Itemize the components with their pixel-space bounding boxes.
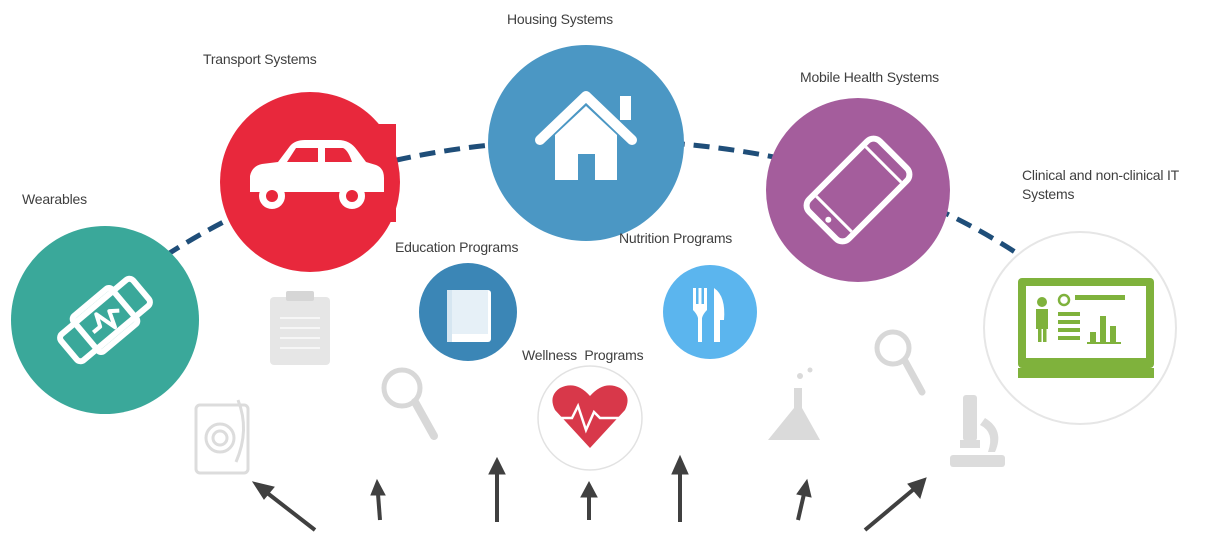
nutrition-label: Nutrition Programs [619,230,733,246]
monitor-dashboard-icon [1018,278,1154,378]
smartphone-icon [803,135,913,245]
housing-label: Housing Systems [507,11,613,27]
fork-knife-icon [693,288,725,342]
stethoscope-icon [194,399,250,475]
magnifier-icon [874,329,926,396]
arrow-2 [370,478,386,521]
clipboard-icon [270,291,330,365]
arrow-4 [580,480,598,520]
arrow-5 [671,454,689,522]
transport-label: Transport Systems [203,51,317,67]
arrow-6 [796,478,812,521]
nutrition-circle [663,265,757,359]
education-label: Education Programs [395,239,519,255]
house-icon [535,91,637,180]
arrows [251,454,927,532]
smartwatch-icon [57,275,153,365]
magnifier-icon [381,367,438,440]
heart-pulse-icon [552,385,628,448]
arrow-1 [251,481,317,532]
mobile-health-label: Mobile Health Systems [800,69,939,85]
flask-icon [768,367,820,440]
wellness-label: Wellness Programs [522,347,644,363]
mobile-health-circle [766,98,950,282]
wearables-label: Wearables [22,191,87,207]
microscope-icon [950,395,1005,467]
arrow-3 [488,456,506,522]
clinical-label: Clinical and non-clinical IT Systems [1022,167,1179,202]
book-icon [447,290,491,342]
arrow-7 [863,477,927,532]
